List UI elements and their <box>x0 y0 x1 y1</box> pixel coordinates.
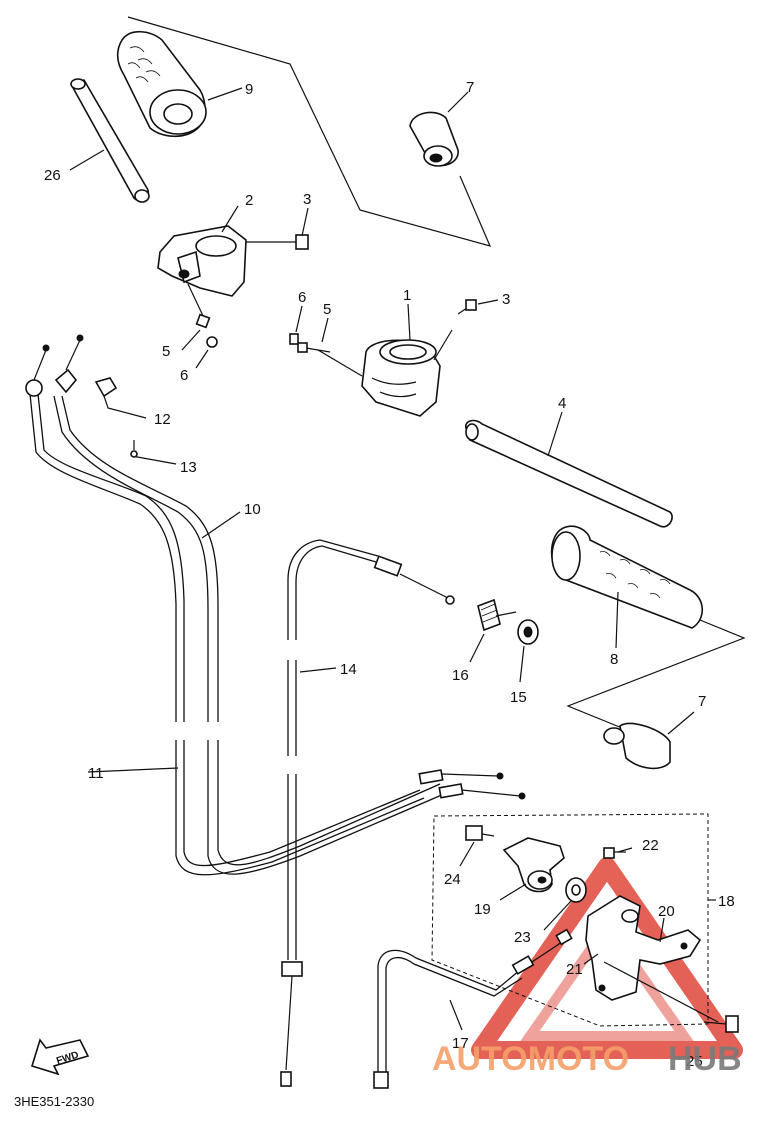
callout-22: 22 <box>642 837 659 854</box>
callout-13: 13 <box>180 459 197 476</box>
part-13-screw <box>130 440 177 465</box>
callout-14: 14 <box>340 661 357 678</box>
assembly-outline-top <box>127 16 492 247</box>
callout-26: 26 <box>44 167 61 184</box>
callout-9: 9 <box>245 81 253 98</box>
part-16-adjuster <box>477 598 517 632</box>
part-23-washer <box>565 877 587 903</box>
part-22-screw <box>603 847 626 859</box>
callout-23: 23 <box>514 929 531 946</box>
watermark-text-automoto: AUTOMOTO <box>432 1040 629 1078</box>
part-4-handlebar <box>465 419 673 528</box>
part-6-washer-right <box>289 333 299 345</box>
watermark-logo: AUTOMOTO HUB <box>432 1040 742 1078</box>
callout-7b: 7 <box>698 693 706 710</box>
callout-18: 18 <box>718 893 735 910</box>
callout-20: 20 <box>658 903 675 920</box>
part-1-switch-housing <box>361 339 441 417</box>
part-24-bolt <box>465 825 495 841</box>
part-9-throttle-grip <box>116 30 207 138</box>
part-7-bar-end-upper <box>409 111 459 167</box>
callout-2: 2 <box>245 192 253 209</box>
part-10-11-throttle-cables <box>25 334 526 876</box>
callout-4: 4 <box>558 395 566 412</box>
callout-3a: 3 <box>303 191 311 208</box>
part-5-screw-left <box>187 283 211 329</box>
callout-17: 17 <box>452 1035 469 1052</box>
callout-12: 12 <box>154 411 171 428</box>
callout-6b: 6 <box>298 289 306 306</box>
part-14-cable <box>280 539 455 1087</box>
part-2-switch-housing <box>157 225 247 297</box>
callout-5a: 5 <box>162 343 170 360</box>
callout-8: 8 <box>610 651 618 668</box>
part-20-21-bracket <box>585 895 702 1001</box>
callout-labels: 1 2 3 3 4 5 5 6 6 7 7 8 9 10 11 12 13 14… <box>44 79 735 1070</box>
diagram-code: 3HE351-2330 <box>14 1094 94 1109</box>
callout-3b: 3 <box>502 291 510 308</box>
part-19-choke-lever <box>502 837 565 893</box>
callout-7a: 7 <box>466 79 474 96</box>
part-12-cable-holder <box>94 377 147 419</box>
part-8-grip <box>550 525 704 629</box>
callout-24: 24 <box>444 871 461 888</box>
callout-6a: 6 <box>180 367 188 384</box>
watermark-text-hub: HUB <box>668 1040 742 1078</box>
part-6-washer-left <box>206 336 218 348</box>
callout-21: 21 <box>566 961 583 978</box>
callout-15: 15 <box>510 689 527 706</box>
callout-25: 25 <box>686 1053 703 1070</box>
part-25-screw <box>703 1015 739 1033</box>
part-15-locknut <box>517 619 539 645</box>
callout-10: 10 <box>244 501 261 518</box>
callout-1: 1 <box>403 287 411 304</box>
part-3-screw-upper <box>246 234 309 250</box>
callout-19: 19 <box>474 901 491 918</box>
part-7-bar-end-lower <box>603 722 671 770</box>
fwd-arrow-icon: FWD <box>31 1038 90 1076</box>
callout-16: 16 <box>452 667 469 684</box>
callout-11: 11 <box>88 765 104 782</box>
part-17-choke-cable <box>373 928 573 1089</box>
part-26-throttle-tube <box>70 78 150 203</box>
callout-5b: 5 <box>323 301 331 318</box>
part-3-screw-right <box>457 299 477 315</box>
part-5-screw-right <box>297 342 331 353</box>
